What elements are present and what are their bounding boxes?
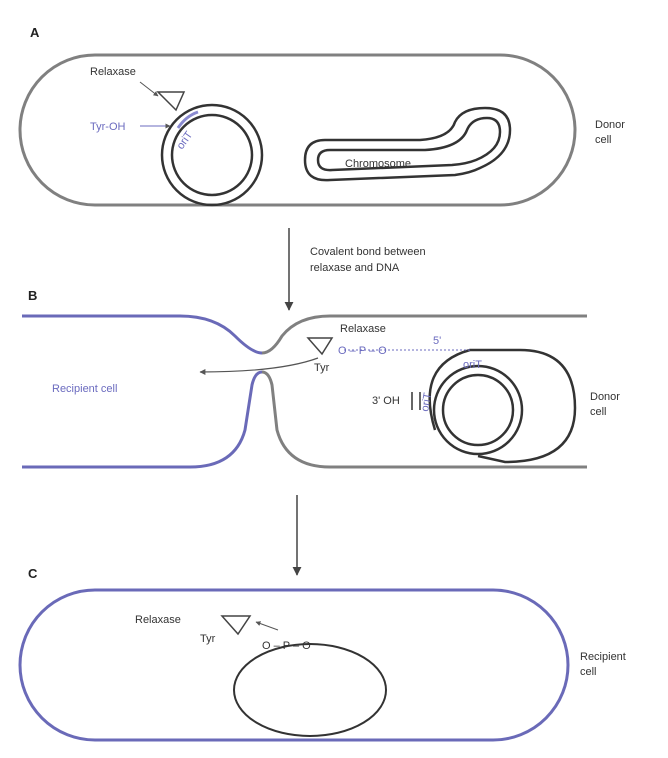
tyr-label-b: Tyr — [314, 362, 330, 374]
plasmid — [162, 105, 262, 205]
recipient-cell-label-c-2: cell — [580, 666, 597, 678]
panel-label-a: A — [30, 25, 40, 40]
relaxase-pointer-a — [140, 82, 158, 96]
recipient-cell-top-edge — [22, 316, 262, 353]
donor-cell-bottom-edge — [262, 372, 587, 467]
donor-cell-label-a-1: Donor — [595, 119, 625, 131]
three-prime-oh-label: 3' OH — [372, 395, 400, 407]
arrow-1-caption-1: Covalent bond between — [310, 246, 426, 258]
five-prime-label: 5' — [433, 335, 441, 347]
relaxase-triangle-b — [308, 338, 332, 354]
chromosome-label: Chromosome — [345, 158, 411, 170]
relaxase-triangle-a — [158, 92, 184, 110]
donor-cell-label-b-1: Donor — [590, 391, 620, 403]
orit-label-b-small: oriT — [419, 392, 434, 413]
chain-label-b: O – P – O — [338, 345, 387, 357]
donor-cell-label-b-2: cell — [590, 406, 607, 418]
relaxase-triangle-c — [222, 616, 250, 634]
panel-label-b: B — [28, 288, 37, 303]
orit-label-b-top: oriT — [463, 359, 482, 371]
relaxase-label-b: Relaxase — [340, 323, 386, 335]
tyr-label-c: Tyr — [200, 633, 216, 645]
transfer-arrow — [200, 358, 318, 372]
tyr-oh-label: Tyr-OH — [90, 121, 125, 133]
tyr-bond-arrow-c — [256, 622, 278, 630]
recipient-cell-label-b: Recipient cell — [52, 383, 117, 395]
recipient-cell-outline — [20, 590, 568, 740]
donor-cell-label-a-2: cell — [595, 134, 612, 146]
panel-label-c: C — [28, 566, 38, 581]
relaxase-label-c: Relaxase — [135, 614, 181, 626]
plasmid-b — [434, 366, 522, 454]
donor-cell-top-edge — [262, 316, 587, 353]
recipient-cell-label-c-1: Recipient — [580, 651, 626, 663]
single-strand-circle — [234, 644, 386, 736]
arrow-1-caption-2: relaxase and DNA — [310, 262, 400, 274]
relaxase-label-a: Relaxase — [90, 66, 136, 78]
